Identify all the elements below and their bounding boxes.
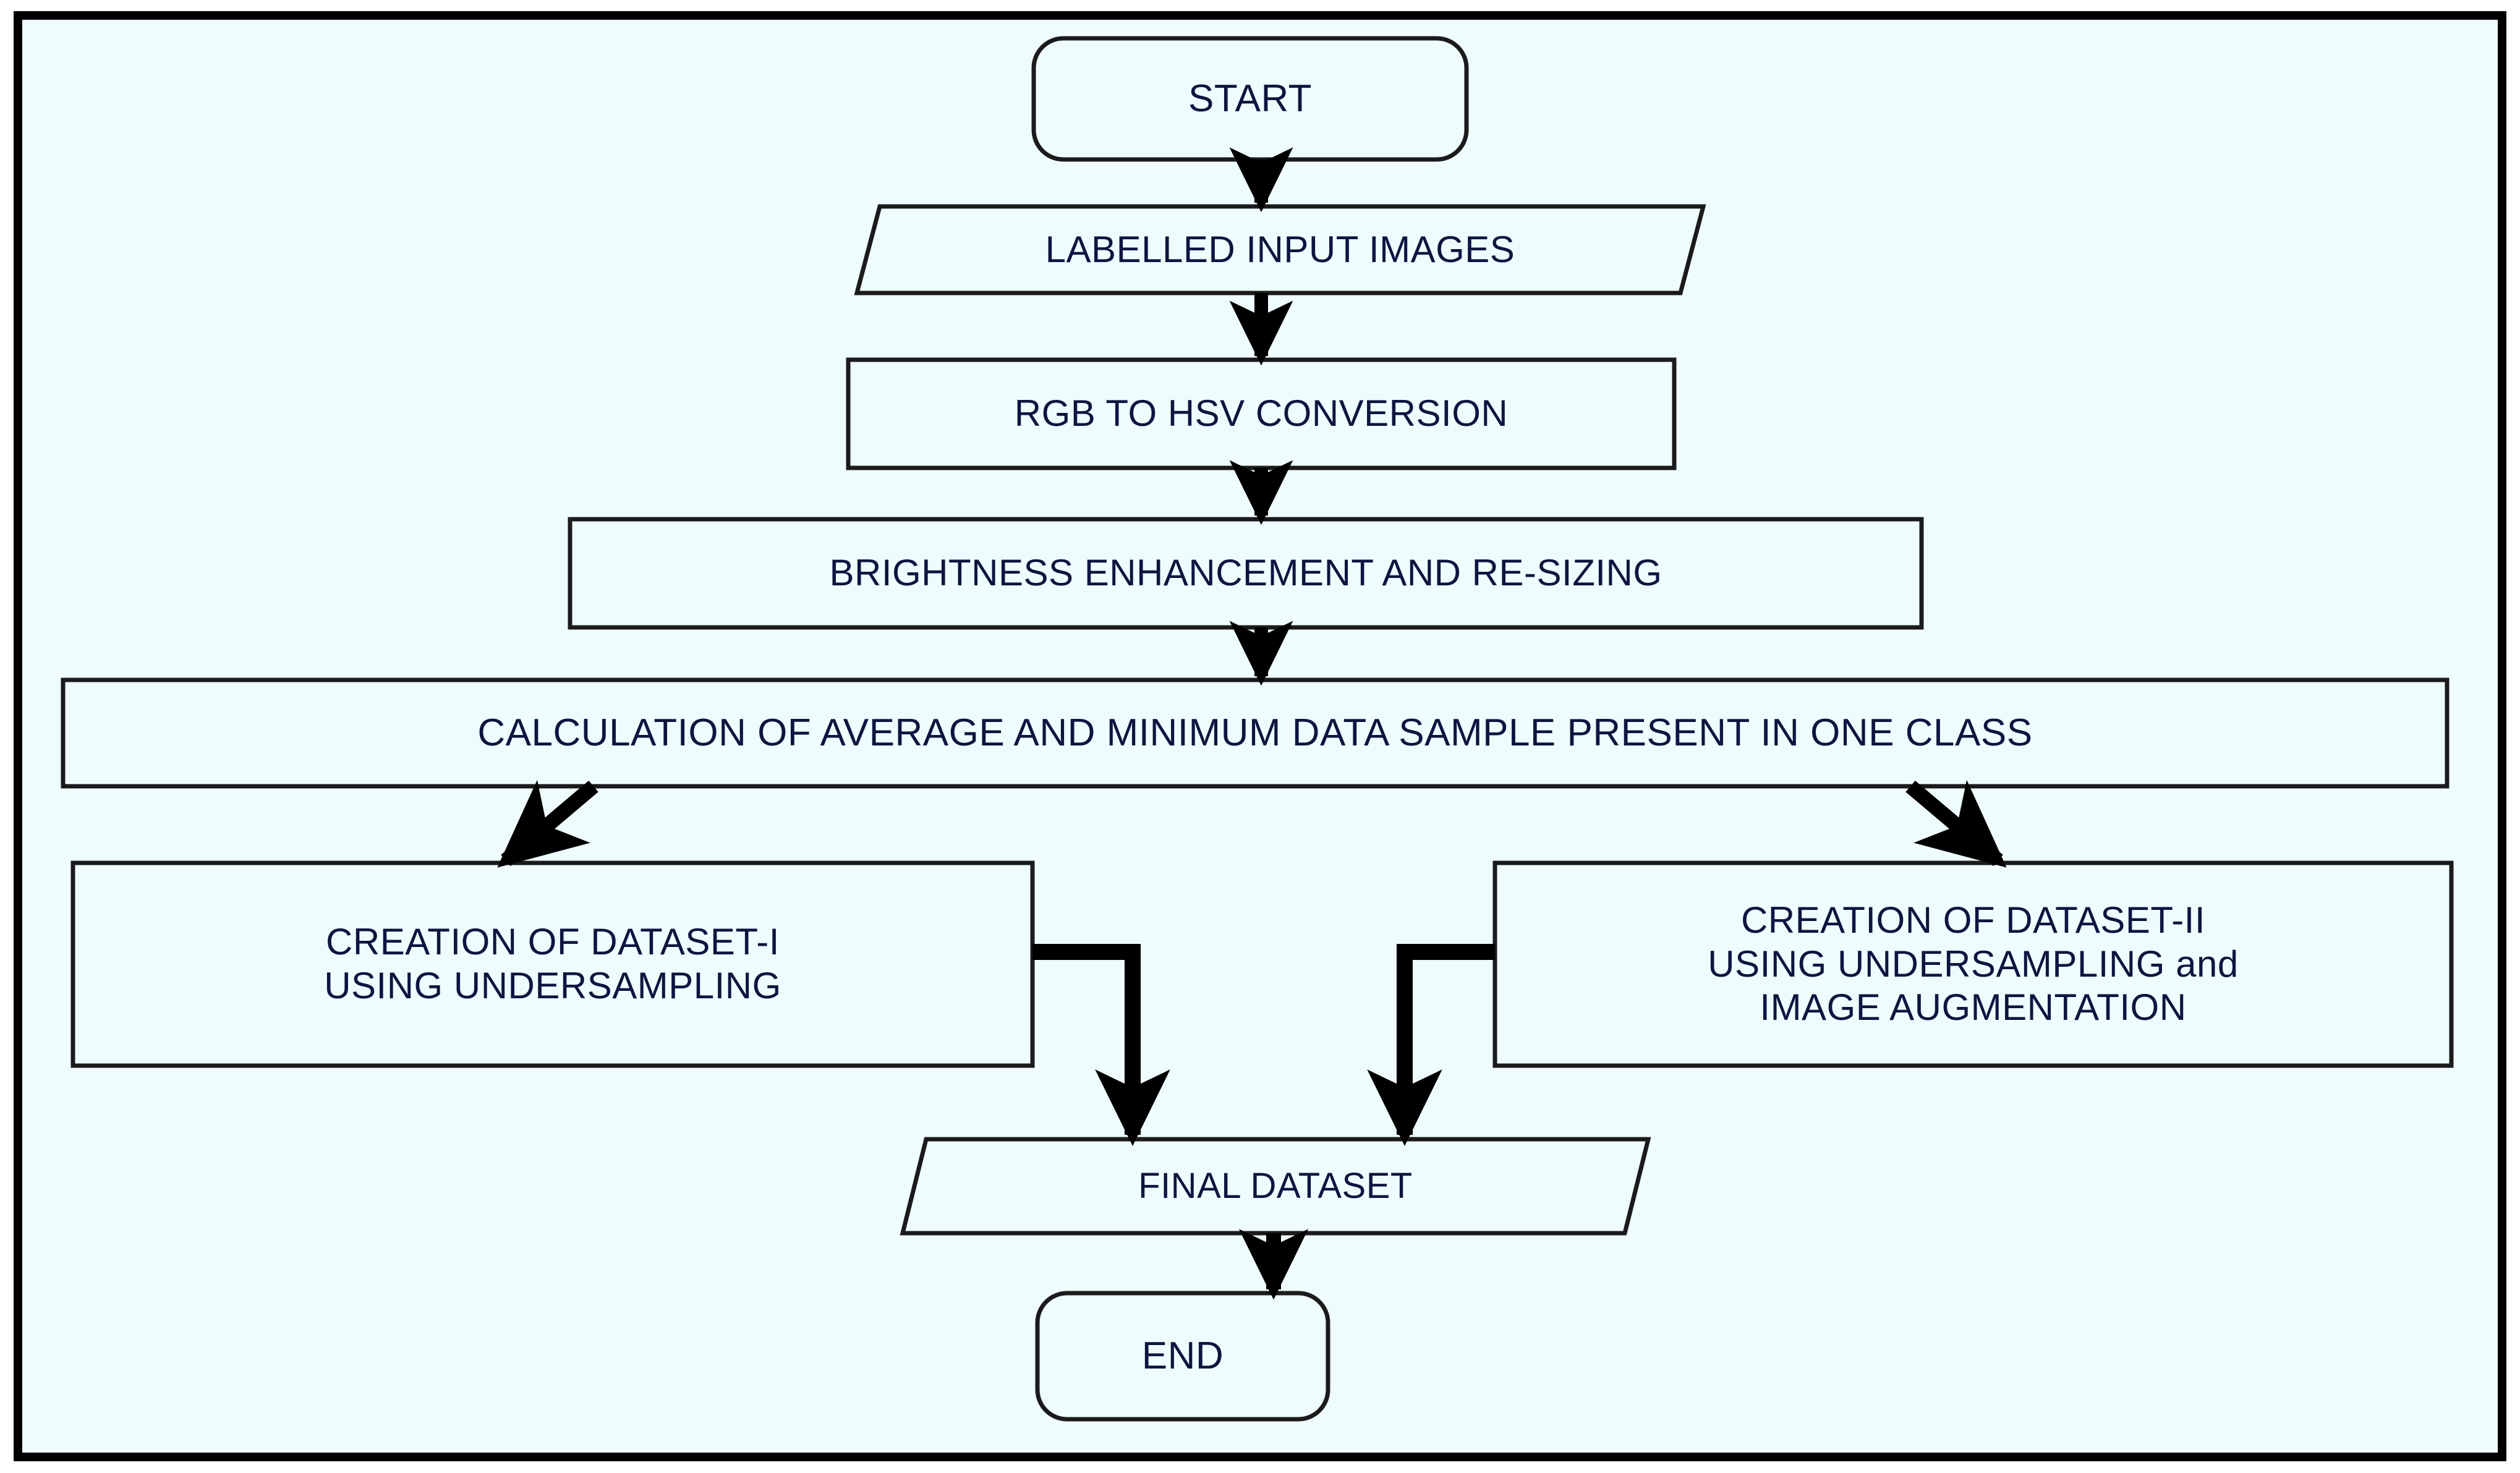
node-calculation-label: CALCULATION OF AVERAGE AND MINIMUM DATA … bbox=[477, 711, 2033, 755]
node-start-label: START bbox=[1188, 77, 1312, 121]
node-rgb-hsv-label: RGB TO HSV CONVERSION bbox=[1014, 393, 1509, 435]
node-dataset-one-label: CREATION OF DATASET-I USING UNDERSAMPLIN… bbox=[324, 921, 781, 1006]
node-final-dataset-label: FINAL DATASET bbox=[1138, 1165, 1413, 1206]
node-end-label: END bbox=[1141, 1335, 1224, 1378]
node-brightness-label: BRIGHTNESS ENHANCEMENT AND RE-SIZING bbox=[829, 552, 1662, 594]
node-dataset-two-label: CREATION OF DATASET-II USING UNDERSAMPLI… bbox=[1708, 899, 2239, 1029]
node-labelled-input-label: LABELLED INPUT IMAGES bbox=[1045, 228, 1515, 270]
